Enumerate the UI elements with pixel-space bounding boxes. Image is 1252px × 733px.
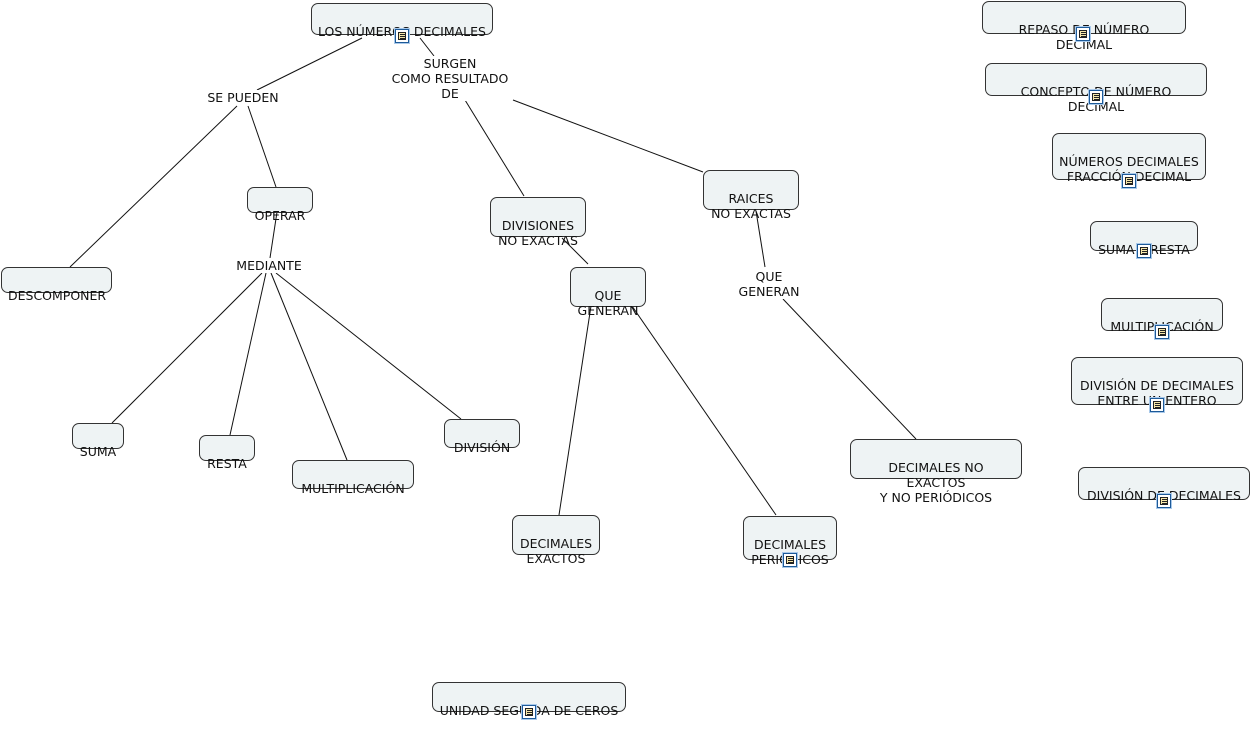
link-line xyxy=(69,105,238,268)
document-icon[interactable] xyxy=(1150,398,1164,412)
node-division[interactable]: DIVISIÓN xyxy=(444,419,520,455)
node-los-numeros-decimales[interactable]: LOS NÚMEROS DECIMALES xyxy=(311,3,493,39)
node-label: DIVISIÓN xyxy=(453,440,511,455)
link-line xyxy=(270,272,348,461)
link-label-que-generan: QUE GENERAN xyxy=(733,269,805,299)
node-label: QUE GENERAN xyxy=(577,288,639,318)
document-icon[interactable] xyxy=(1157,494,1171,508)
node-descomponer[interactable]: DESCOMPONER xyxy=(1,267,112,303)
node-decimales-periodicos[interactable]: DECIMALES PERIÓDICOS xyxy=(743,516,837,567)
node-label: OPERAR xyxy=(254,208,306,223)
link-line xyxy=(631,305,777,516)
node-label: MULTIPLICACIÓN xyxy=(301,481,405,496)
link-label-se-pueden: SE PUEDEN xyxy=(203,90,283,105)
link-line xyxy=(782,298,917,440)
link-line xyxy=(269,211,278,259)
document-icon[interactable] xyxy=(522,705,536,719)
node-label: DESCOMPONER xyxy=(8,288,107,303)
document-icon[interactable] xyxy=(1122,174,1136,188)
node-label: SUMA xyxy=(79,444,117,459)
node-label: DECIMALES EXACTOS xyxy=(519,536,593,566)
node-decimales-exactos[interactable]: DECIMALES EXACTOS xyxy=(512,515,600,566)
node-label: CONCEPTO DE NÚMERO DECIMAL xyxy=(1020,84,1172,114)
link-line xyxy=(229,272,267,436)
resource-division-entre-entero[interactable]: DIVISIÓN DE DECIMALES ENTRE UN ENTERO xyxy=(1071,357,1243,408)
link-line xyxy=(275,272,462,420)
node-multiplicacion[interactable]: MULTIPLICACIÓN xyxy=(292,460,414,496)
document-icon[interactable] xyxy=(1137,244,1151,258)
node-label: NÚMEROS DECIMALES FRACCIÓN DECIMAL xyxy=(1059,154,1199,184)
node-divisiones-no-exactas[interactable]: DIVISIONES NO EXACTAS xyxy=(490,197,586,248)
node-label: LOS NÚMEROS DECIMALES xyxy=(318,24,486,39)
link-line xyxy=(755,210,766,268)
document-icon[interactable] xyxy=(1155,325,1169,339)
link-label-mediante: MEDIANTE xyxy=(231,258,307,273)
node-label: RESTA xyxy=(207,456,247,471)
link-line xyxy=(464,99,525,197)
link-line xyxy=(512,99,704,173)
link-label-surgen: SURGEN COMO RESULTADO DE xyxy=(390,56,510,101)
node-decimales-no-exactos[interactable]: DECIMALES NO EXACTOS Y NO PERIÓDICOS xyxy=(850,439,1022,505)
document-icon[interactable] xyxy=(1089,90,1103,104)
node-que-generan[interactable]: QUE GENERAN xyxy=(570,267,646,318)
node-raices-no-exactas[interactable]: RAICES NO EXACTAS xyxy=(703,170,799,221)
node-label: RAICES NO EXACTAS xyxy=(711,191,791,221)
document-icon[interactable] xyxy=(395,29,409,43)
document-icon[interactable] xyxy=(783,553,797,567)
node-resta[interactable]: RESTA xyxy=(199,435,255,471)
link-line xyxy=(558,305,592,516)
resource-fraccion-decimal[interactable]: NÚMEROS DECIMALES FRACCIÓN DECIMAL xyxy=(1052,133,1206,184)
node-label: DIVISIÓN DE DECIMALES ENTRE UN ENTERO xyxy=(1080,378,1234,408)
node-operar[interactable]: OPERAR xyxy=(247,187,313,223)
node-label: REPASO DE NÚMERO DECIMAL xyxy=(1018,22,1150,52)
node-suma[interactable]: SUMA xyxy=(72,423,124,459)
node-label: UNIDAD SEGUIDA DE CEROS xyxy=(439,703,619,718)
link-line xyxy=(111,272,263,424)
link-line xyxy=(419,37,435,57)
link-line xyxy=(256,37,363,91)
link-line xyxy=(561,237,589,265)
link-line xyxy=(247,105,277,188)
document-icon[interactable] xyxy=(1076,27,1090,41)
node-label: DECIMALES NO EXACTOS Y NO PERIÓDICOS xyxy=(879,460,993,505)
node-label: DIVISIONES NO EXACTAS xyxy=(498,218,578,248)
